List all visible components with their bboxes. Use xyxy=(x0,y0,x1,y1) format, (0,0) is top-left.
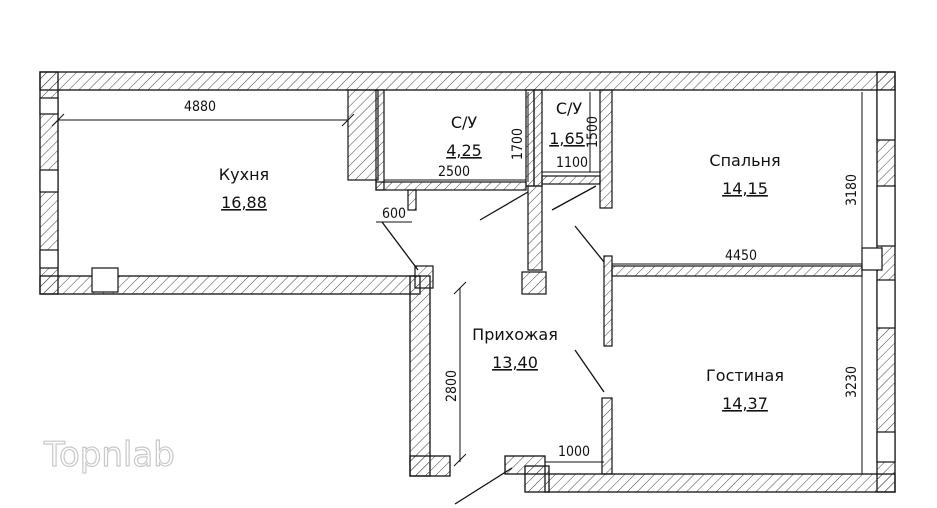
outer-walls xyxy=(39,71,896,493)
bath1-name: С/У xyxy=(451,113,478,132)
dim-bath2-height: 1500 xyxy=(585,116,601,148)
windows xyxy=(39,89,896,463)
hall-name: Прихожая xyxy=(472,325,558,344)
dim-door-600: 600 xyxy=(382,206,406,222)
dim-living-height: 3230 xyxy=(844,366,860,398)
dim-bedroom-height: 3180 xyxy=(844,174,860,206)
dim-hall-height: 2800 xyxy=(444,370,460,402)
kitchen-area: 16,88 xyxy=(221,193,267,212)
dim-bath1-height: 1700 xyxy=(510,128,526,160)
door-swings xyxy=(381,185,605,505)
dim-kitchen-width: 4880 xyxy=(184,99,216,115)
bath1-area: 4,25 xyxy=(446,141,482,160)
living-name: Гостиная xyxy=(706,366,784,385)
hall-area: 13,40 xyxy=(492,353,538,372)
living-area: 14,37 xyxy=(722,394,768,413)
bedroom-name: Спальня xyxy=(709,151,780,170)
bath2-name: С/У xyxy=(556,99,583,118)
dim-bath2-width: 1100 xyxy=(556,155,588,171)
dimension-lines xyxy=(51,92,863,474)
bedroom-area: 14,15 xyxy=(722,179,768,198)
dim-bedroom-width: 4450 xyxy=(725,248,757,264)
kitchen-name: Кухня xyxy=(219,165,269,184)
inner-walls xyxy=(347,89,863,475)
dim-bath1-width: 2500 xyxy=(438,164,470,180)
dim-entry-width: 1000 xyxy=(558,444,590,460)
bath2-area: 1,65 xyxy=(549,129,585,148)
watermark-logo: Topnlab xyxy=(43,435,175,475)
